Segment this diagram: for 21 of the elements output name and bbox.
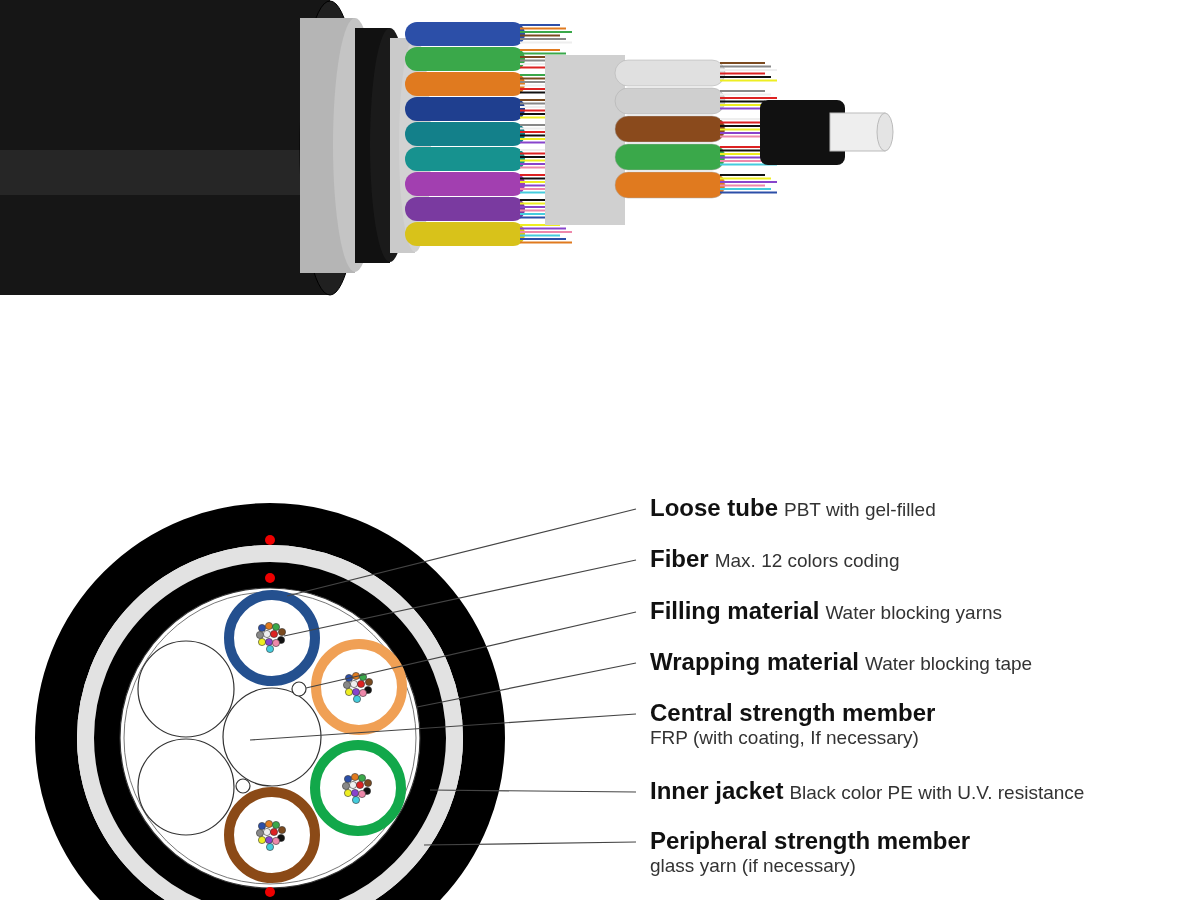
part-description: glass yarn (if necessary) bbox=[650, 855, 856, 877]
part-name: Inner jacket bbox=[650, 777, 784, 804]
leader-line bbox=[283, 559, 637, 637]
leader-line bbox=[286, 508, 637, 597]
part-name: Central strength member bbox=[650, 699, 936, 727]
part-description: Water blocking yarns bbox=[825, 602, 1003, 623]
part-name: Wrapping material bbox=[650, 648, 859, 675]
part-name: Peripheral strength member bbox=[650, 827, 971, 855]
leader-line bbox=[249, 713, 637, 741]
leader-line bbox=[429, 789, 637, 793]
part-description: Black color PE with U.V. resistance bbox=[789, 782, 1085, 803]
part-name: Fiber bbox=[650, 545, 709, 572]
part-description: PBT with gel-filled bbox=[784, 499, 936, 520]
leader-line bbox=[423, 841, 637, 846]
part-description: Max. 12 colors coding bbox=[714, 550, 900, 571]
part-name: Loose tube bbox=[650, 494, 778, 521]
part-name: Filling material bbox=[650, 597, 820, 624]
leader-line bbox=[416, 662, 637, 708]
part-description: Water blocking tape bbox=[864, 653, 1033, 674]
part-description: FRP (with coating, If necessary) bbox=[650, 727, 919, 749]
fiber-bundle bbox=[256, 622, 286, 653]
